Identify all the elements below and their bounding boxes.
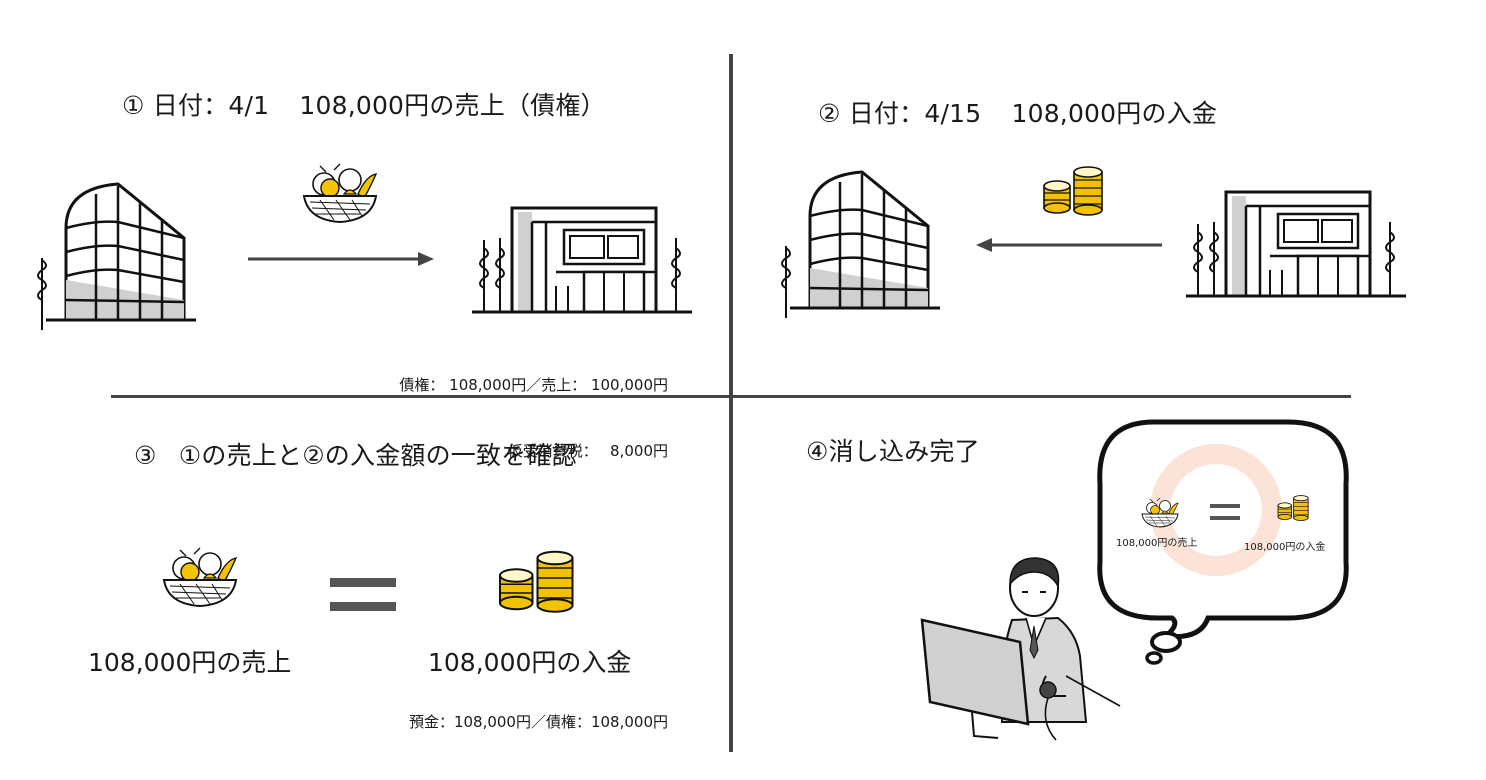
q2-event: 108,000円の入金 [1011, 99, 1218, 128]
q2-number: ② [818, 99, 841, 128]
bubble-equals-sign-icon [1210, 504, 1240, 520]
q1-journal-line1: 債権： 108,000円／売上： 100,000円 [399, 376, 668, 394]
vertical-divider [729, 54, 733, 752]
horizontal-divider [111, 395, 1351, 398]
q4-title: ④消し込み完了 [806, 437, 980, 466]
completion-ring [1150, 444, 1282, 576]
q1-fruit-basket-icon [303, 163, 377, 223]
q1-arrow-right-icon [248, 252, 434, 266]
bubble-left-label: 108,000円の売上 [1116, 538, 1198, 549]
q2-office-building-icon [780, 170, 942, 320]
q1-event: 108,000円の売上（債権） [299, 91, 606, 120]
q2-title: ② 日付：4/15 108,000円の入金 [818, 94, 1217, 130]
q3-number: ③ [134, 441, 157, 470]
q2-shop-building-icon [1184, 190, 1408, 298]
q1-journal-line2: 仮受消費税： 8,000円 [507, 442, 668, 460]
q3-coins-icon [499, 550, 574, 613]
q1-date: 日付：4/1 [152, 91, 270, 120]
q3-right-label: 108,000円の入金 [428, 648, 632, 677]
q3-left-label: 108,000円の売上 [88, 648, 292, 677]
q1-number: ① [122, 91, 145, 120]
q3-equals-sign-icon [330, 578, 396, 611]
q3-fruit-basket-icon [163, 547, 237, 607]
q1-title: ① 日付：4/1 108,000円の売上（債権） [122, 86, 606, 122]
bubble-right-label: 108,000円の入金 [1244, 542, 1326, 553]
q3-title: ③ ①の売上と②の入金額の一致を確認 [134, 436, 577, 472]
q3-title-text: ①の売上と②の入金額の一致を確認 [178, 441, 577, 470]
q2-coins-icon [1043, 166, 1103, 216]
q1-journal: 債権： 108,000円／売上： 100,000円 仮受消費税： 8,000円 [399, 330, 668, 484]
q2-date: 日付：4/15 [848, 99, 982, 128]
bubble-coins-icon [1277, 495, 1309, 521]
q2-arrow-left-icon [976, 238, 1162, 252]
q1-office-building-icon [36, 182, 198, 332]
person-at-computer-icon [920, 557, 1121, 741]
thought-bubble [1097, 419, 1349, 665]
q1-shop-building-icon [470, 206, 694, 314]
q3-journal: 預金：108,000円／債権：108,000円 [408, 713, 668, 731]
bubble-fruit-basket-icon [1141, 497, 1179, 528]
